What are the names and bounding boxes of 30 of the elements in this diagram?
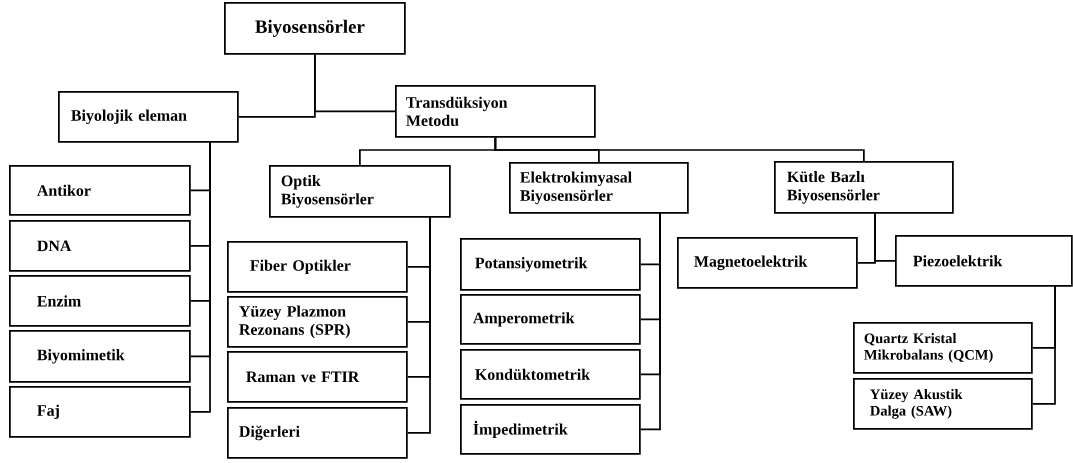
category-box: Biyolojik eleman bbox=[58, 91, 239, 143]
category-box: Piezoelektrik bbox=[895, 235, 1073, 287]
category-box: Diğerleri bbox=[227, 407, 408, 459]
category-box: Amperometrik bbox=[460, 294, 641, 345]
connector-line bbox=[639, 211, 661, 431]
category-box: Potansiyometrik bbox=[460, 238, 641, 291]
category-box: Biyomimetik bbox=[9, 330, 191, 383]
category-box: Kondüktometrik bbox=[460, 349, 641, 400]
category-box: Fiber Optikler bbox=[227, 241, 408, 293]
category-box: Optik Biyosensörler bbox=[269, 165, 451, 218]
connector-line bbox=[406, 215, 431, 434]
category-box: Antikor bbox=[9, 165, 191, 216]
category-box: Biyosensörler bbox=[224, 2, 406, 55]
connector-line bbox=[189, 140, 211, 413]
category-box: Enzim bbox=[9, 275, 191, 327]
category-box: Magnetoelektrik bbox=[677, 237, 858, 289]
category-box: DNA bbox=[9, 220, 191, 272]
category-box: Faj bbox=[9, 386, 191, 438]
category-box: Raman ve FTIR bbox=[227, 351, 408, 403]
category-box: Kütle Bazlı Biyosensörler bbox=[774, 161, 954, 214]
connector-line bbox=[874, 211, 896, 262]
category-box: Transdüksiyon Metodu bbox=[395, 85, 596, 138]
connector-line bbox=[494, 136, 865, 162]
category-box: Yüzey Plazmon Rezonans (SPR) bbox=[227, 296, 408, 348]
connector-line bbox=[314, 53, 396, 113]
connector-line bbox=[1031, 284, 1056, 405]
category-box: Elektrokimyasal Biyosensörler bbox=[509, 162, 689, 214]
category-box: Quartz Kristal Mikrobalans (QCM) bbox=[853, 322, 1033, 374]
category-box: İmpedimetrik bbox=[460, 404, 641, 455]
category-box: Yüzey Akustik Dalga (SAW) bbox=[853, 378, 1033, 430]
